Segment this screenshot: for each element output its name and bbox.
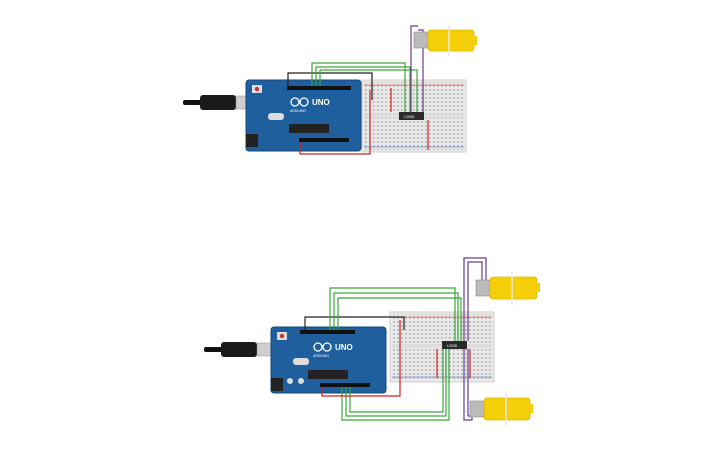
usb-cable — [204, 342, 272, 357]
board-brand-label: UNO — [335, 343, 353, 352]
arduino-board[interactable]: UNO ARDUINO — [270, 326, 387, 394]
chip-label: L293D — [447, 344, 458, 348]
usb-cable — [183, 95, 251, 110]
circuit-1: UNO ARDUINO L293D — [183, 25, 477, 155]
chip-label: L293D — [404, 115, 415, 119]
motor-driver-chip[interactable]: L293D — [442, 341, 467, 349]
wires — [304, 257, 487, 421]
board-brand-label: UNO — [312, 98, 330, 107]
dc-motor-bottom[interactable] — [469, 392, 533, 426]
dc-motor[interactable] — [413, 25, 477, 56]
board-logo-text: ARDUINO — [313, 354, 329, 358]
dc-motor-top[interactable] — [475, 271, 540, 305]
motor-driver-chip[interactable]: L293D — [399, 112, 424, 120]
wires — [287, 25, 429, 155]
arduino-logo-icon — [313, 342, 332, 352]
arduino-board[interactable]: UNO ARDUINO — [245, 79, 362, 152]
arduino-logo-icon — [290, 97, 309, 107]
circuit-2: UNO ARDUINO L293D — [204, 257, 540, 426]
board-logo-text: ARDUINO — [290, 109, 306, 113]
